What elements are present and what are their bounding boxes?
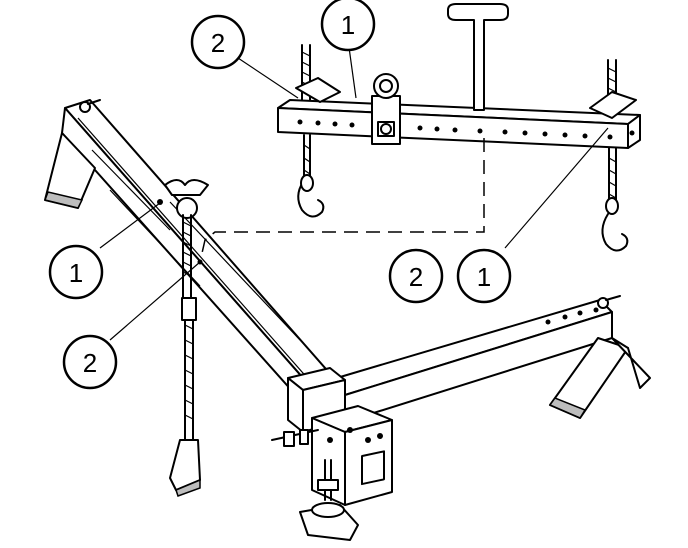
left-support-leg xyxy=(169,297,201,497)
junction-sleeve xyxy=(287,367,393,506)
callout-left-1: 1 xyxy=(48,244,104,300)
t-handle-pin xyxy=(447,3,509,111)
svg-text:2: 2 xyxy=(83,348,97,378)
front-foot-screw xyxy=(299,459,359,541)
lifting-eye xyxy=(371,73,401,145)
callout-right-1: 1 xyxy=(456,248,512,304)
callout-top-1: 1 xyxy=(320,0,376,52)
svg-text:1: 1 xyxy=(341,10,355,40)
svg-text:1: 1 xyxy=(477,262,491,292)
callout-left-2: 2 xyxy=(62,334,118,390)
right-hook-assembly xyxy=(589,59,637,252)
svg-text:2: 2 xyxy=(211,28,225,58)
right-foot xyxy=(548,295,651,419)
leader-lines xyxy=(99,39,609,341)
left-adjusting-screw xyxy=(164,179,209,301)
side-clamp-bolt xyxy=(271,429,319,447)
svg-text:1: 1 xyxy=(69,258,83,288)
svg-text:2: 2 xyxy=(409,262,423,292)
left-rear-foot xyxy=(44,99,101,209)
callout-top-2: 2 xyxy=(190,14,246,70)
lifting-bar xyxy=(277,99,641,149)
lifting-bar-holes xyxy=(297,119,635,140)
left-hook-assembly xyxy=(295,44,341,218)
callout-right-2: 2 xyxy=(388,248,444,304)
